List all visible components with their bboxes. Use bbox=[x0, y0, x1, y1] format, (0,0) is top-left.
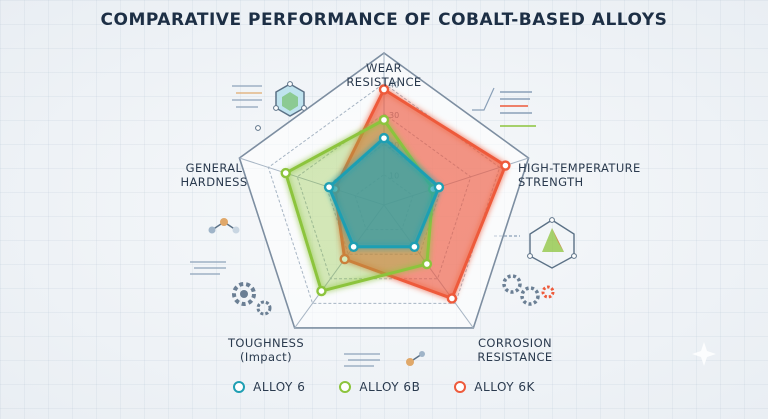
sparkle-icon bbox=[692, 342, 716, 366]
molecule-icon bbox=[208, 218, 240, 234]
axis-label-line2: STRENGTH bbox=[518, 175, 584, 189]
data-point bbox=[446, 293, 458, 304]
axis-label-line2: RESISTANCE bbox=[346, 75, 422, 89]
axis-label-line1: TOUGHNESS bbox=[227, 336, 305, 350]
data-point bbox=[348, 241, 359, 253]
legend-item-alloy-6b[interactable]: ALLOY 6B bbox=[339, 380, 420, 394]
legend-swatch bbox=[454, 381, 467, 393]
molecule-icon-bottom bbox=[344, 351, 425, 367]
data-point bbox=[378, 84, 390, 95]
axis-label-line2: RESISTANCE bbox=[477, 350, 553, 364]
chart-title: COMPARATIVE PERFORMANCE OF COBALT-BASED … bbox=[100, 10, 668, 30]
axis-label-line2: HARDNESS bbox=[180, 175, 248, 189]
data-point bbox=[378, 132, 390, 144]
data-point bbox=[433, 181, 445, 193]
info-lines-icon bbox=[472, 87, 536, 127]
data-point bbox=[500, 160, 511, 171]
legend-label: ALLOY 6B bbox=[359, 380, 421, 394]
data-point bbox=[421, 258, 433, 270]
chart-legend: ALLOY 6 ALLOY 6B ALLOY 6K bbox=[0, 380, 768, 394]
legend-label: ALLOY 6 bbox=[253, 380, 306, 394]
radar-tick-label: 40 bbox=[389, 80, 399, 89]
legend-swatch bbox=[339, 381, 352, 393]
axis-label-line1: WEAR bbox=[365, 61, 403, 75]
legend-label: ALLOY 6K bbox=[474, 380, 535, 394]
axis-label-wear-resistance: WEAR RESISTANCE bbox=[324, 61, 444, 89]
pyramid-icon bbox=[494, 217, 577, 269]
axis-label-line2: (Impact) bbox=[240, 350, 292, 364]
axis-label-line1: CORROSION bbox=[477, 336, 553, 350]
data-point bbox=[323, 181, 335, 193]
data-point bbox=[409, 241, 420, 253]
gears-icon-right bbox=[502, 274, 555, 306]
legend-swatch bbox=[233, 381, 246, 393]
gears-icon bbox=[190, 261, 272, 316]
radar-grid-ring bbox=[267, 82, 501, 304]
axis-label-general-hardness: GENERAL HARDNESS bbox=[168, 161, 260, 189]
axis-label-high-temperature-strength: HIGH-TEMPERATURE STRENGTH bbox=[518, 161, 646, 189]
legend-item-alloy-6k[interactable]: ALLOY 6K bbox=[454, 380, 535, 394]
axis-label-line1: HIGH-TEMPERATURE bbox=[518, 161, 641, 175]
data-point bbox=[378, 114, 390, 126]
cube-icon bbox=[232, 81, 307, 131]
axis-label-line1: GENERAL bbox=[185, 161, 243, 175]
series-area-alloy-6 bbox=[327, 136, 441, 249]
data-point bbox=[316, 285, 327, 297]
axis-label-toughness: TOUGHNESS (Impact) bbox=[216, 336, 316, 364]
axis-label-corrosion-resistance: CORROSION RESISTANCE bbox=[460, 336, 570, 364]
legend-item-alloy-6[interactable]: ALLOY 6 bbox=[233, 380, 305, 394]
data-point bbox=[280, 167, 291, 179]
